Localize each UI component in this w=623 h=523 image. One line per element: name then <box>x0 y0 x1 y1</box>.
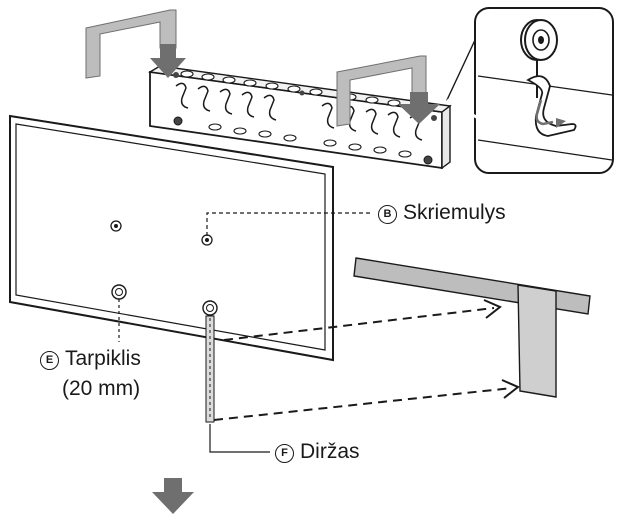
label-letter-e: E <box>40 351 59 370</box>
down-arrow-icon <box>85 9 186 79</box>
bracket-slot <box>180 70 401 107</box>
screw-hole <box>201 234 213 246</box>
label-belt: F Diržas <box>275 440 360 464</box>
furniture-shelf <box>353 257 591 398</box>
tv-back-panel <box>9 114 334 423</box>
wall-bracket <box>147 65 452 170</box>
spacer-mount <box>202 300 218 316</box>
label-spacer: E Tarpiklis <box>40 347 141 371</box>
spacer-mount <box>111 284 127 300</box>
bracket-screw <box>173 72 437 165</box>
tv-outer-frame <box>9 114 334 362</box>
magnifier-callout-icon <box>446 7 614 174</box>
label-belt-text: Diržas <box>300 440 360 463</box>
tv-inner-frame <box>15 123 326 351</box>
bracket-hook <box>175 82 423 141</box>
bracket-slot <box>208 123 412 158</box>
label-spacer-text: Tarpiklis <box>65 347 141 370</box>
label-pulley: B Skriemulys <box>378 201 506 225</box>
label-letter-f: F <box>275 444 294 463</box>
dashed-arrow-icon <box>213 379 520 421</box>
down-arrow-icon <box>152 478 194 514</box>
leader-lines <box>118 212 372 453</box>
label-pulley-text: Skriemulys <box>403 201 506 224</box>
label-spacer-size: (20 mm) <box>62 377 141 400</box>
dashed-arrow-icon <box>223 299 502 341</box>
hook-arrow-icon <box>535 99 566 128</box>
down-arrow-icon <box>336 55 440 127</box>
label-letter-b: B <box>378 205 397 224</box>
screw-hole <box>110 220 122 232</box>
